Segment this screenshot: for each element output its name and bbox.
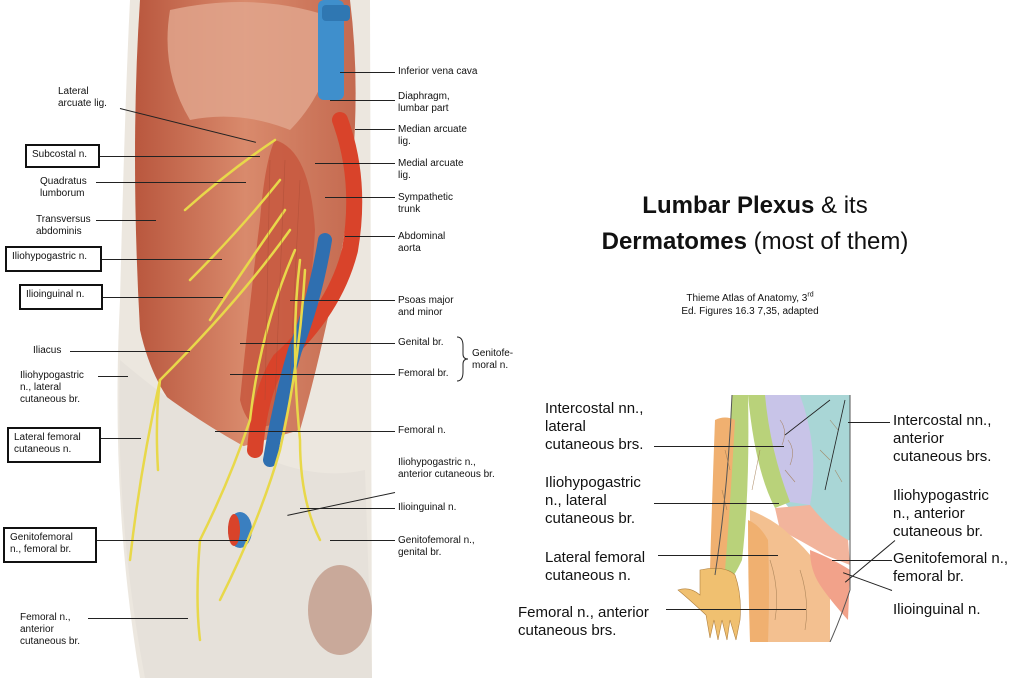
derm-label-iliohypo-anterior: Iliohypogastric n., anterior cutaneous b…	[893, 487, 989, 540]
label-abdominal-aorta: Abdominal aorta	[398, 231, 446, 254]
label-median-arcuate: Median arcuate lig.	[398, 124, 467, 147]
credit-sup: rd	[807, 291, 814, 299]
leader-iliacus	[70, 351, 190, 352]
derm-label-genitofemoral-femoral: Genitofemoral n., femoral br.	[893, 550, 1009, 585]
label-lateral-arcuate-lig: Lateral arcuate lig.	[58, 86, 107, 109]
label-inferior-vena-cava: Inferior vena cava	[398, 66, 478, 77]
derm-label-femoral-anterior: Femoral n., anterior cutaneous brs.	[518, 604, 649, 639]
leader-lateral-femoral	[101, 438, 141, 439]
slide-title: Lumbar Plexus & its Dermatomes (most of …	[560, 188, 950, 260]
derm-label-lateral-femoral: Lateral femoral cutaneous n.	[545, 549, 646, 584]
inferior-vena-cava	[318, 0, 344, 100]
leader-diaphragm	[330, 100, 395, 101]
diaphragm	[167, 2, 340, 130]
label-iliohypo-anterior: Iliohypogastric n., anterior cutaneous b…	[398, 457, 495, 480]
source-credit: Thieme Atlas of Anatomy, 3rd Ed. Figures…	[650, 292, 850, 318]
leader-iliohypogastric	[102, 259, 222, 260]
thigh-lateral	[748, 520, 769, 642]
lumbar-plexus-illustration	[117, 0, 373, 678]
label-diaphragm-lumbar: Diaphragm, lumbar part	[398, 91, 450, 114]
label-lateral-femoral-cutaneous: Lateral femoral cutaneous n.	[7, 427, 101, 463]
label-femoral-br: Femoral br.	[398, 368, 449, 379]
leader-ivc	[340, 72, 395, 73]
title-bold-1: Lumbar Plexus	[642, 192, 815, 219]
derm-leader-genitofemoral-femoral	[832, 560, 892, 561]
derm-leader-femoral-anterior	[666, 609, 806, 610]
leader-median-arcuate	[355, 129, 395, 130]
label-transversus-abdominis: Transversus abdominis	[36, 214, 91, 237]
derm-label-ilioinguinal: Ilioinguinal n.	[893, 601, 981, 618]
leader-medial-arcuate	[315, 163, 395, 164]
derm-leader-intercostal-anterior	[848, 422, 890, 423]
derm-label-intercostal-anterior: Intercostal nn., anterior cutaneous brs.	[893, 412, 992, 465]
label-psoas: Psoas major and minor	[398, 295, 454, 318]
derm-label-intercostal-lateral: Intercostal nn., lateral cutaneous brs.	[545, 400, 644, 453]
leader-genitofemoral-femoral	[97, 540, 247, 541]
label-iliacus: Iliacus	[33, 345, 62, 356]
label-genital-br: Genital br.	[398, 337, 444, 348]
derm-label-iliohypo-lateral: Iliohypogastric n., lateral cutaneous br…	[545, 474, 641, 527]
label-genitofemoral-genital: Genitofemoral n., genital br.	[398, 535, 475, 558]
iliohypogastric-zone	[775, 505, 850, 565]
leader-ilioinguinal	[103, 297, 223, 298]
genitofemoral-brace	[456, 336, 469, 382]
leader-subcostal	[100, 156, 260, 157]
credit-line-1: Thieme Atlas of Anatomy, 3	[686, 293, 808, 304]
label-femoral-anterior-cutaneous: Femoral n., anterior cutaneous br.	[20, 612, 81, 647]
leader-femoral-anterior	[88, 618, 188, 619]
derm-leader-iliohypo-lateral	[654, 503, 779, 504]
leader-femoral-br	[230, 374, 395, 375]
torso-green	[748, 395, 790, 508]
label-genitofemoral-femoral: Genitofemoral n., femoral br.	[3, 527, 97, 563]
title-rest-2: (most of them)	[747, 228, 909, 255]
dermatome-figure	[677, 394, 851, 642]
title-rest-1: & its	[814, 192, 868, 219]
title-bold-2: Dermatomes	[601, 228, 748, 255]
derm-leader-intercostal-lateral	[654, 446, 784, 447]
label-ilioinguinal-n: Ilioinguinal n.	[19, 284, 103, 310]
label-subcostal-n: Subcostal n.	[25, 144, 100, 168]
leader-quadratus	[96, 182, 246, 183]
leader-iliohypo-lateral	[98, 376, 128, 377]
leader-psoas	[290, 300, 395, 301]
label-ilioinguinal-n-right: Ilioinguinal n.	[398, 502, 457, 513]
nerves	[128, 138, 322, 642]
label-quadratus-lumborum: Quadratus lumborum	[40, 176, 87, 199]
leader-femoral-n	[215, 431, 395, 432]
label-iliohypogastric-n: Iliohypogastric n.	[5, 246, 102, 272]
label-genitofemoral-group: Genitofe- moral n.	[472, 348, 514, 371]
label-medial-arcuate: Medial arcuate lig.	[398, 158, 464, 181]
leader-aorta	[345, 236, 395, 237]
leader-genitofemoral-genital	[330, 540, 395, 541]
label-iliohypogastric-lateral: Iliohypogastric n., lateral cutaneous br…	[20, 370, 84, 405]
leader-transversus	[96, 220, 156, 221]
derm-leader-lateral-femoral	[658, 555, 778, 556]
ivc-top	[322, 5, 350, 21]
leader-genital-br	[240, 343, 395, 344]
label-femoral-n: Femoral n.	[398, 425, 446, 436]
scrotum	[308, 565, 372, 655]
leader-sympathetic	[325, 197, 395, 198]
genitofemoral-zone	[810, 550, 850, 620]
hand	[677, 568, 741, 641]
credit-line-2: Ed. Figures 16.3 7,35, adapted	[681, 306, 819, 317]
leader-ilioinguinal-n	[300, 508, 395, 509]
label-sympathetic-trunk: Sympathetic trunk	[398, 192, 454, 215]
